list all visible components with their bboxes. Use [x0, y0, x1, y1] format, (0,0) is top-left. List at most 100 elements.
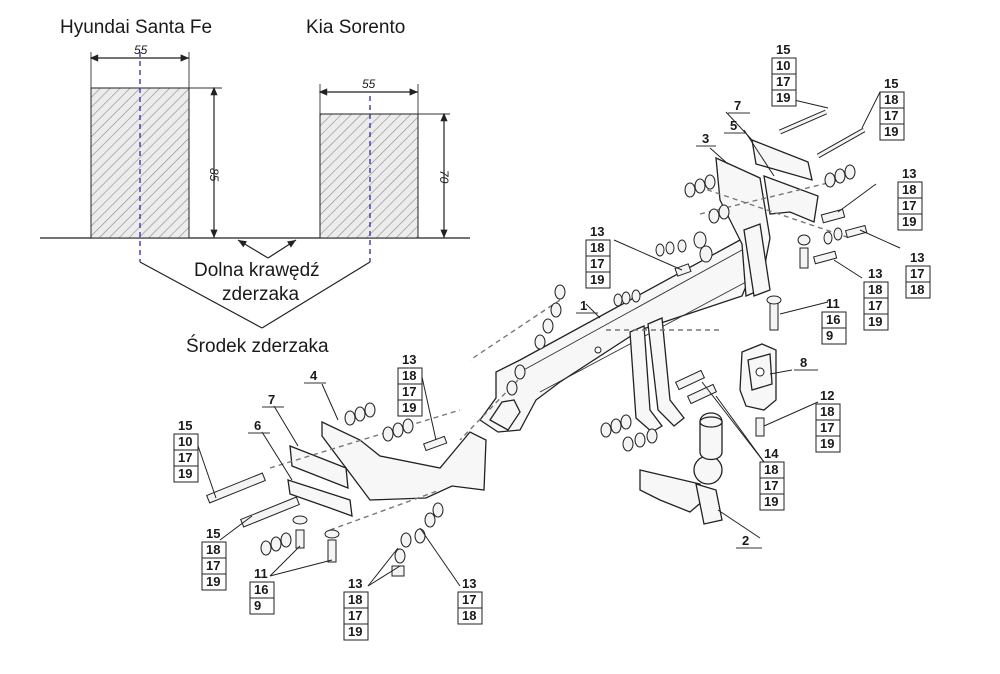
part-label-5: 5 [730, 118, 737, 133]
callout-number: 19 [590, 272, 604, 287]
callout-number: 19 [776, 90, 790, 105]
callout-number: 19 [178, 466, 192, 481]
callout-number: 16 [826, 312, 840, 327]
crossbar-part-1 [459, 235, 757, 441]
part-label-6: 6 [254, 418, 261, 433]
callout-number: 13 [868, 266, 882, 281]
callout-number: 10 [776, 58, 790, 73]
fasteners [206, 109, 868, 577]
callout-number: 17 [910, 266, 924, 281]
bumper-dimension-panel: Hyundai Santa Fe Kia Sorento 55 85 55 70… [40, 17, 470, 357]
callout-number: 18 [820, 404, 834, 419]
callout-number: 17 [902, 198, 916, 213]
caption-bumper-lower-edge-line2: zderzaka [222, 284, 300, 305]
callout-number: 19 [348, 624, 362, 639]
kia-mounting-zone [319, 113, 419, 239]
callout-number: 18 [590, 240, 604, 255]
callout-number: 13 [348, 576, 362, 591]
callout-number: 18 [910, 282, 924, 297]
callout-number: 19 [902, 214, 916, 229]
callout-number: 18 [462, 608, 476, 623]
callout-number: 14 [764, 446, 779, 461]
callout-number: 13 [902, 166, 916, 181]
part-label-3: 3 [702, 131, 709, 146]
callout-number: 18 [884, 92, 898, 107]
hyundai-width-label: 55 [134, 43, 148, 57]
callout-number: 9 [826, 328, 833, 343]
callout-box [863, 313, 889, 331]
callout-box [815, 435, 841, 453]
kia-height-label: 70 [437, 170, 451, 184]
callout-number: 19 [402, 400, 416, 415]
callout-number: 17 [776, 74, 790, 89]
socket-plate-part-8 [739, 343, 777, 437]
callout-box [821, 327, 847, 345]
part-label-2: 2 [742, 533, 749, 548]
callout-number: 17 [402, 384, 416, 399]
callout-box [897, 213, 923, 231]
caption-bumper-lower-edge-line1: Dolna krawędź [194, 260, 320, 281]
callout-box [397, 399, 423, 417]
callout-number: 17 [206, 558, 220, 573]
callout-number: 19 [884, 124, 898, 139]
callout-number: 18 [402, 368, 416, 383]
callout-number: 15 [776, 42, 790, 57]
callout-box [343, 623, 369, 641]
callout-number: 17 [178, 450, 192, 465]
callout-number: 15 [884, 76, 898, 91]
callout-number: 16 [254, 582, 268, 597]
callout-leaders [195, 91, 901, 587]
part-label-7-left: 7 [268, 392, 275, 407]
caption-bumper-center: Środek zderzaka [186, 335, 329, 357]
callout-box [879, 123, 905, 141]
callout-number: 13 [462, 576, 476, 591]
callout-box [905, 281, 931, 299]
kia-width-label: 55 [362, 77, 376, 91]
callout-number: 17 [590, 256, 604, 271]
left-brackets [269, 409, 487, 531]
caption-kia-sorento: Kia Sorento [306, 17, 405, 38]
callout-box [759, 493, 785, 511]
callout-box [173, 465, 199, 483]
callout-number: 13 [590, 224, 604, 239]
callout-number: 17 [820, 420, 834, 435]
callout-number: 11 [254, 566, 268, 581]
callout-stacks: 1510171915181719131817191317181318171913… [173, 42, 931, 641]
part-label-4: 4 [310, 368, 318, 383]
callout-number: 19 [764, 494, 778, 509]
callout-number: 18 [348, 592, 362, 607]
callout-number: 18 [764, 462, 778, 477]
callout-number: 13 [402, 352, 416, 367]
hyundai-height-label: 85 [207, 168, 221, 182]
callout-box [457, 607, 483, 625]
callout-number: 17 [868, 298, 882, 313]
callout-number: 10 [178, 434, 192, 449]
part-label-7-right: 7 [734, 98, 741, 113]
callout-number: 17 [764, 478, 778, 493]
right-brackets [689, 138, 851, 297]
callout-box [249, 597, 275, 615]
ball-hitch-part-2 [639, 412, 723, 525]
callout-number: 12 [820, 388, 834, 403]
callout-number: 19 [820, 436, 834, 451]
callout-number: 15 [206, 526, 220, 541]
callout-number: 11 [826, 296, 840, 311]
callout-number: 18 [206, 542, 220, 557]
callout-box [201, 573, 227, 591]
callout-number: 19 [206, 574, 220, 589]
callout-box [585, 271, 611, 289]
